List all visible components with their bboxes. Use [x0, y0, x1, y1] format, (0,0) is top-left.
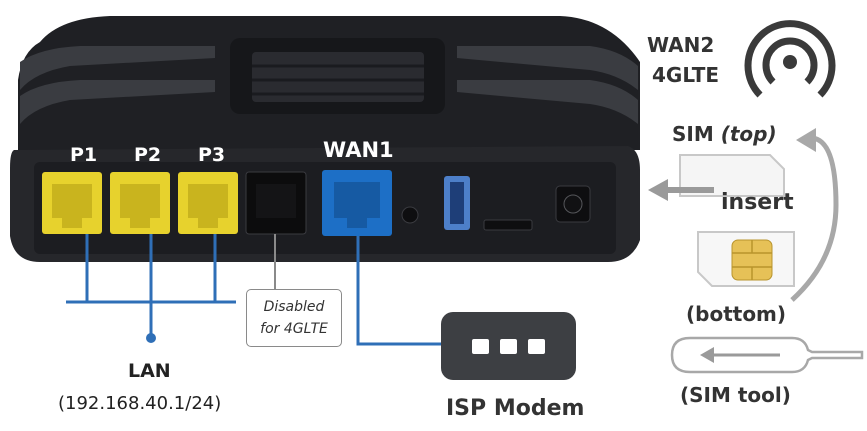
sim-tool-icon: [670, 336, 864, 374]
lan-label: LAN: [128, 360, 171, 382]
insert-arrow-icon: [648, 179, 714, 201]
port-label-p3: P3: [198, 144, 226, 166]
port-label-wan1: WAN1: [323, 138, 394, 162]
lan-subnet-label: (192.168.40.1/24): [58, 393, 222, 414]
modem-light: [528, 339, 545, 354]
sim-card-bottom: [697, 231, 795, 287]
modem-light: [472, 339, 489, 354]
disabled-note-line2: for 4GLTE: [260, 321, 328, 337]
disabled-port-p4: [245, 171, 307, 235]
sim-bottom-label: (bottom): [686, 302, 787, 326]
isp-modem-label: ISP Modem: [446, 396, 585, 421]
lan-port-p1: [42, 172, 102, 234]
sim-label-text: SIM: [672, 122, 714, 146]
isp-modem: [441, 312, 576, 380]
sim-label: SIM (top): [672, 122, 777, 146]
lan-junction-dot: [146, 333, 156, 343]
port-label-p2: P2: [134, 144, 162, 166]
wan1-connection-line: [356, 236, 442, 346]
lan-connection-lines: [66, 234, 236, 336]
disabled-note: Disabled for 4GLTE: [246, 289, 342, 347]
wan1-port: [322, 170, 392, 236]
usb-port: [444, 176, 470, 230]
flip-arrow-icon: [790, 128, 839, 302]
disabled-note-line1: Disabled: [263, 299, 325, 315]
sim-tool-label: (SIM tool): [680, 383, 791, 407]
reset-button: [401, 206, 419, 224]
sd-card-slot: [483, 219, 533, 231]
modem-light: [500, 339, 517, 354]
wan2-type-label: 4GLTE: [652, 63, 720, 87]
power-jack: [555, 185, 591, 223]
port-label-p1: P1: [70, 144, 98, 166]
lan-port-p3: [178, 172, 238, 234]
lan-port-p2: [110, 172, 170, 234]
sim-top-label: (top): [720, 122, 777, 146]
insert-label: insert: [721, 190, 794, 215]
signal-icon: [744, 20, 836, 98]
wan2-label: WAN2: [647, 33, 715, 57]
